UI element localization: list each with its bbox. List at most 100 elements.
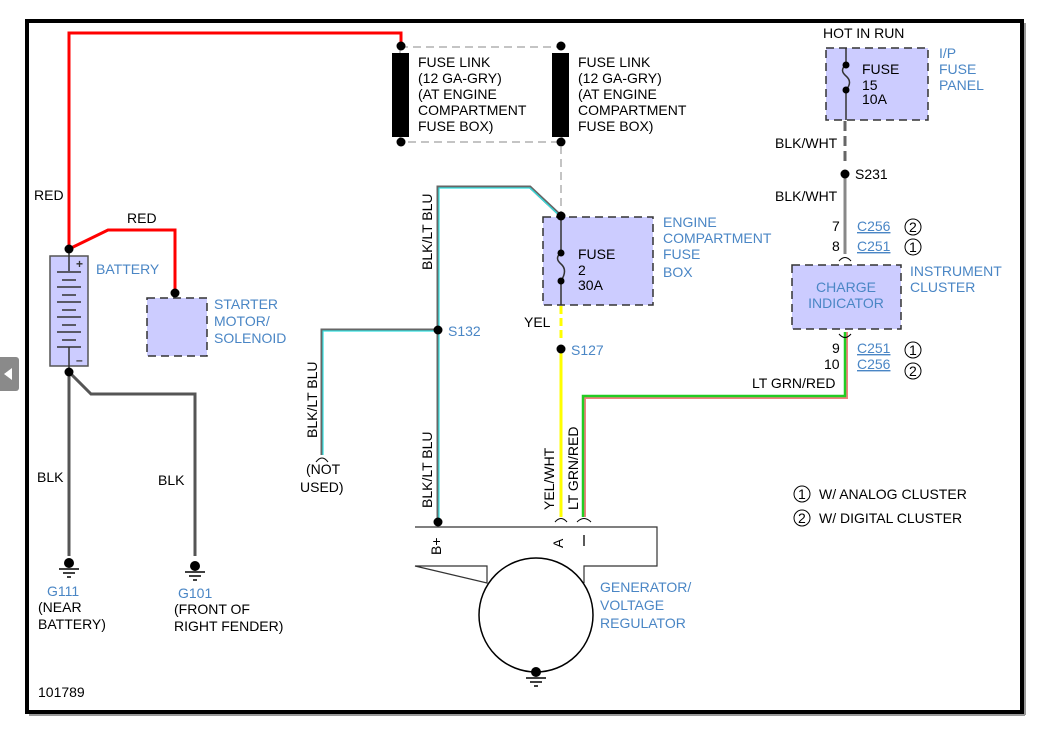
ground-g101-desc: RIGHT FENDER) bbox=[174, 618, 283, 634]
fuse-15-label: FUSE bbox=[862, 61, 899, 77]
ground-g101-desc: (FRONT OF bbox=[174, 601, 250, 617]
generator-label: REGULATOR bbox=[600, 615, 686, 631]
svg-text:(12 GA-GRY): (12 GA-GRY) bbox=[578, 70, 662, 86]
svg-text:(12 GA-GRY): (12 GA-GRY) bbox=[418, 70, 502, 86]
pin-b-plus: B+ bbox=[428, 537, 444, 555]
variant-marker-text: 1 bbox=[909, 342, 917, 358]
fuse-link-2[interactable] bbox=[552, 53, 569, 137]
instrument-cluster-label: INSTRUMENT bbox=[910, 263, 1002, 279]
wire-blk-lt-blu[interactable] bbox=[320, 185, 563, 522]
charge-indicator-label: CHARGE bbox=[816, 279, 876, 295]
fuse-15-label: 10A bbox=[862, 91, 888, 107]
connector-icon bbox=[576, 518, 592, 523]
legend-marker bbox=[793, 485, 811, 503]
wire-label-yel: YEL bbox=[524, 314, 551, 330]
connector-pin: 9 bbox=[832, 340, 840, 356]
splice-s132-label: S132 bbox=[448, 323, 481, 339]
fuse-icon bbox=[841, 64, 851, 91]
variant-marker-text: 2 bbox=[909, 219, 917, 235]
wire-red-main[interactable] bbox=[67, 31, 403, 249]
svg-text:FUSE BOX): FUSE BOX) bbox=[578, 118, 653, 134]
generator-voltage-regulator[interactable] bbox=[478, 557, 594, 673]
junction-dot bbox=[557, 249, 565, 257]
wire-label-red: RED bbox=[34, 187, 64, 203]
diagram-frame bbox=[25, 19, 1024, 714]
wire-label-blk-lt-blu: BLK/LT BLU bbox=[304, 361, 320, 438]
engine-fuse-box-label: BOX bbox=[663, 264, 693, 280]
starter-label: SOLENOID bbox=[214, 330, 286, 346]
ip-fuse-panel-label: PANEL bbox=[939, 77, 984, 93]
chevron-left-icon bbox=[4, 368, 12, 380]
wire-label-red-starter: RED bbox=[127, 210, 157, 226]
ground-icon bbox=[185, 561, 205, 581]
fuse-2-label: 30A bbox=[578, 277, 604, 293]
junction-dot bbox=[557, 277, 565, 285]
previous-page-button[interactable] bbox=[0, 357, 19, 391]
fuse-link-2-label: FUSE LINK (12 GA-GRY) (AT ENGINE COMPART… bbox=[578, 54, 687, 134]
not-used-label: (NOT bbox=[306, 461, 341, 477]
legend: 1 W/ ANALOG CLUSTER 2 W/ DIGITAL CLUSTER bbox=[793, 485, 967, 527]
fuse-15-label: 15 bbox=[862, 77, 878, 93]
splice-s127-label: S127 bbox=[571, 342, 604, 358]
legend-item: W/ DIGITAL CLUSTER bbox=[819, 510, 962, 526]
wire-label-lt-grn-red: LT GRN/RED bbox=[752, 375, 836, 391]
variant-marker bbox=[904, 341, 922, 359]
variant-marker-text: 2 bbox=[909, 363, 917, 379]
wire-label-yel-wht: YEL/WHT bbox=[541, 447, 557, 510]
connector-icon bbox=[315, 457, 329, 463]
generator-label: VOLTAGE bbox=[600, 597, 664, 613]
connector-icon bbox=[838, 257, 852, 262]
wire-label-blk-lt-blu: BLK/LT BLU bbox=[419, 193, 435, 270]
battery-minus-icon: – bbox=[76, 353, 83, 367]
svg-text:FUSE LINK: FUSE LINK bbox=[578, 54, 651, 70]
connector-pin: 7 bbox=[832, 218, 840, 234]
wire-label-lt-grn-red: LT GRN/RED bbox=[565, 427, 581, 511]
not-used-label: USED) bbox=[300, 479, 344, 495]
junction-dot bbox=[170, 288, 180, 298]
charge-indicator[interactable] bbox=[791, 264, 902, 330]
connector-c251-link[interactable]: C251 bbox=[857, 340, 891, 356]
ip-fuse-panel[interactable] bbox=[825, 47, 929, 121]
splice-s132-dot bbox=[433, 325, 443, 335]
variant-marker bbox=[904, 218, 922, 236]
fuse-2-label: FUSE bbox=[578, 246, 615, 262]
ground-g111-desc: BATTERY) bbox=[38, 616, 106, 632]
fuse-icon bbox=[556, 252, 566, 282]
generator-label: GENERATOR/ bbox=[600, 579, 691, 595]
starter-label: MOTOR/ bbox=[214, 313, 270, 329]
junction-dot bbox=[396, 41, 406, 51]
wire-label-blk: BLK bbox=[158, 472, 185, 488]
variant-marker bbox=[904, 238, 922, 256]
svg-text:COMPARTMENT: COMPARTMENT bbox=[578, 102, 687, 118]
junction-dot bbox=[556, 41, 566, 51]
junction-dot bbox=[64, 367, 74, 377]
hot-in-run-label: HOT IN RUN bbox=[823, 25, 904, 41]
ground-icon bbox=[59, 558, 79, 578]
legend-marker bbox=[793, 509, 811, 527]
connector-pin: 10 bbox=[824, 356, 840, 372]
connector-c256-link[interactable]: C256 bbox=[857, 218, 891, 234]
junction-dot bbox=[556, 137, 566, 147]
engine-fuse-box-label: FUSE bbox=[663, 246, 700, 262]
generator-connector-block bbox=[414, 526, 658, 584]
wire-label-blk: BLK bbox=[37, 469, 64, 485]
instrument-cluster-label: CLUSTER bbox=[910, 279, 975, 295]
connector-pin: 8 bbox=[832, 238, 840, 254]
connector-c251-link[interactable]: C251 bbox=[857, 238, 891, 254]
junction-dot bbox=[842, 61, 850, 69]
junction-dot bbox=[64, 244, 74, 254]
junction-dot bbox=[842, 86, 850, 94]
wire-blk-g101[interactable] bbox=[67, 370, 197, 556]
wire-lt-grn-red[interactable] bbox=[581, 332, 848, 517]
wire-red-starter[interactable] bbox=[68, 228, 177, 293]
svg-text:FUSE LINK: FUSE LINK bbox=[418, 54, 491, 70]
svg-text:(AT ENGINE: (AT ENGINE bbox=[578, 86, 657, 102]
starter-label: STARTER bbox=[214, 296, 278, 312]
starter-motor-solenoid[interactable] bbox=[146, 297, 208, 357]
junction-dot bbox=[556, 211, 566, 221]
ground-icon bbox=[526, 667, 546, 687]
fuse-link-1[interactable] bbox=[392, 53, 409, 137]
connector-c256-link[interactable]: C256 bbox=[857, 356, 891, 372]
junction-dot bbox=[396, 137, 406, 147]
